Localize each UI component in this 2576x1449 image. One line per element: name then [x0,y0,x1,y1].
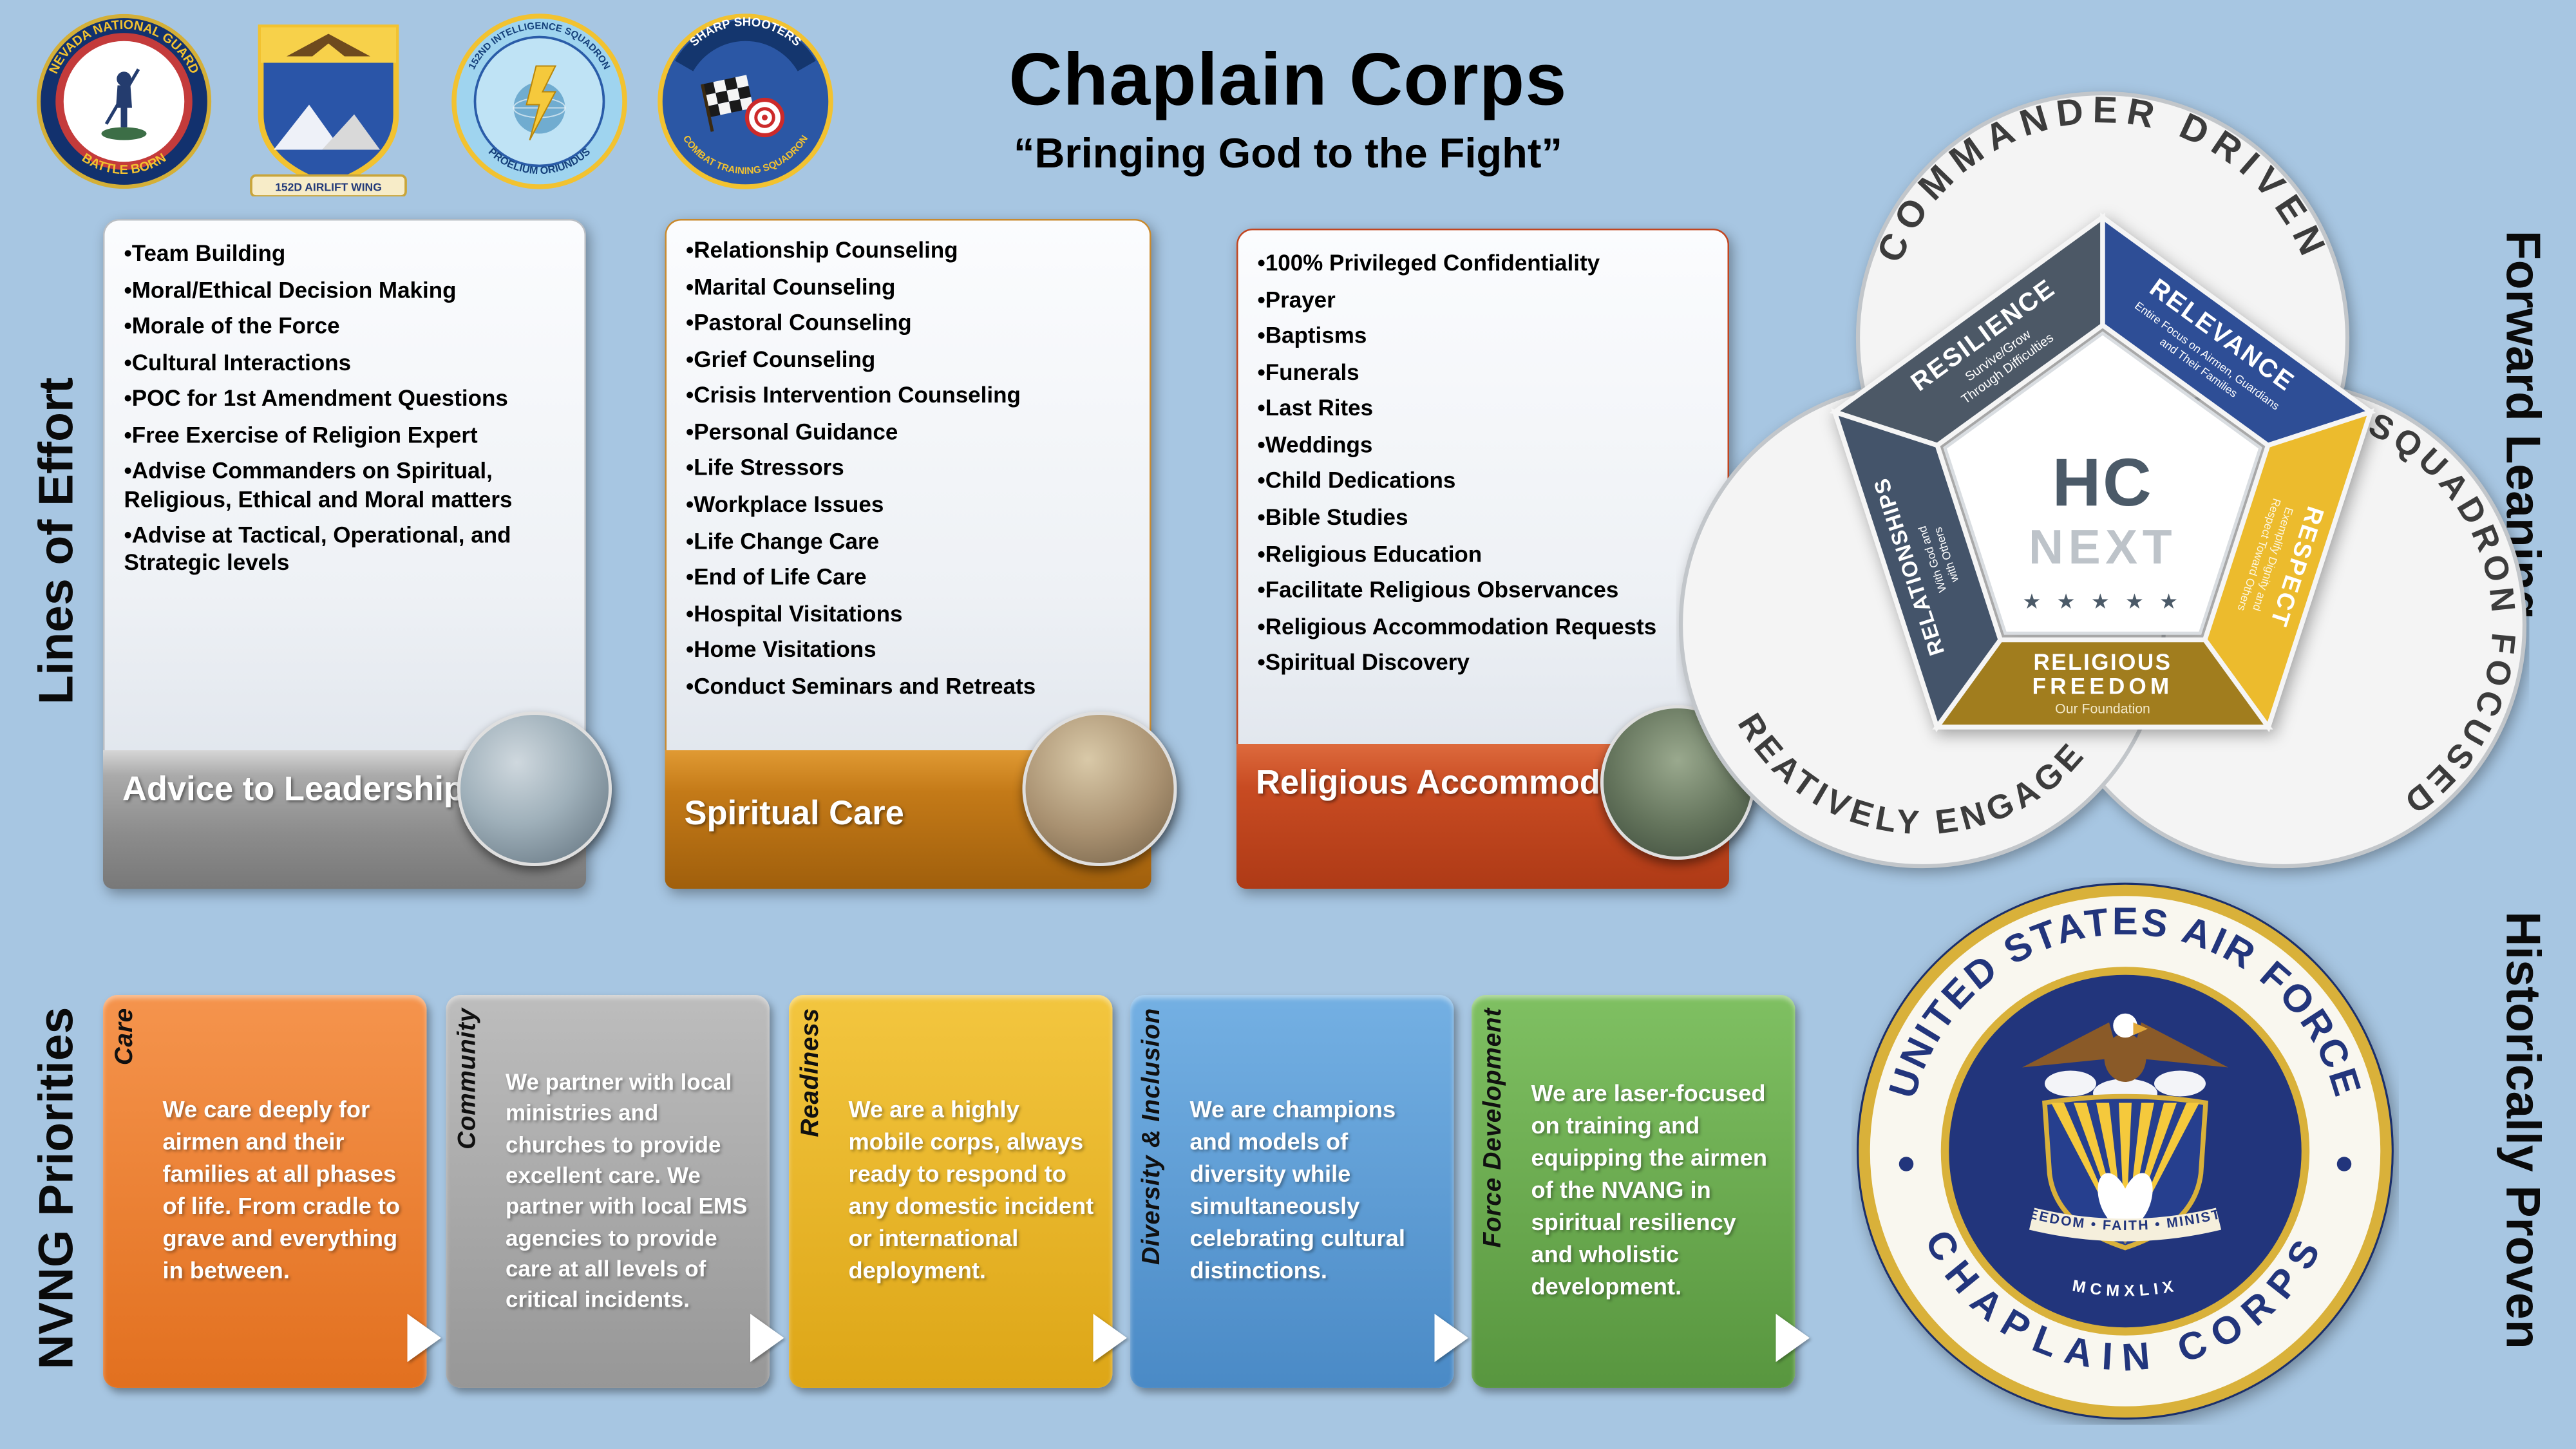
card-advice-to-leadership: Team Building Moral/Ethical Decision Mak… [103,219,612,889]
svg-text:FREEDOM: FREEDOM [2032,674,2174,699]
globe-lightning-icon [513,65,566,140]
list-item: Cultural Interactions [124,349,572,377]
seal-eagle-icon [2022,1013,2228,1082]
chaplain-corps-seal: UNITED STATES AIR FORCE CHAPLAIN CORPS [1857,882,2394,1420]
card-spiritual-care: Relationship Counseling Marital Counseli… [665,219,1177,889]
seal-hands-icon [2098,1173,2153,1226]
minuteman-icon [101,68,147,140]
card-title: Spiritual Care [684,795,904,833]
list-item: Bible Studies [1258,504,1715,532]
card-body: Relationship Counseling Marital Counseli… [665,219,1151,750]
card-body: 100% Privileged Confidentiality Prayer B… [1236,229,1729,744]
priority-text: We are a highly mobile corps, always rea… [848,1098,1094,1285]
priority-text: We are champions and models of diversity… [1189,1098,1405,1285]
arrow-right-icon [1434,1314,1468,1362]
card-title: Advice to Leadership [122,771,464,809]
page-subtitle: “Bringing God to the Fight” [1013,129,1563,177]
page-title: Chaplain Corps [1009,37,1567,121]
priority-diversity-inclusion: Diversity & Inclusion We are champions a… [1130,995,1468,1388]
list-item: Conduct Seminars and Retreats [686,673,1137,701]
title-block: Chaplain Corps “Bringing God to the Figh… [869,35,1707,179]
stars: ★ ★ ★ ★ ★ [2022,590,2183,613]
list-item: Workplace Issues [686,491,1137,519]
card-religious-accommodation: 100% Privileged Confidentiality Prayer B… [1236,229,1755,889]
svg-text:RELIGIOUS: RELIGIOUS [2033,650,2172,675]
svg-text:HC: HC [2052,445,2154,520]
priority-label: Community [454,1008,482,1150]
religious-accommodation-list: 100% Privileged Confidentiality Prayer B… [1238,231,1728,692]
airlift-wing-emblem: 152D AIRLIFT WING [238,13,419,196]
arrow-right-icon [1093,1314,1127,1362]
advice-list: Team Building Moral/Ethical Decision Mak… [105,221,585,592]
list-item: Personal Guidance [686,419,1137,446]
checkered-flag-icon [701,75,753,132]
card-body: Team Building Moral/Ethical Decision Mak… [103,219,586,750]
hc-next-center-text: HC NEXT ★ ★ ★ ★ ★ [2022,445,2183,613]
list-item: End of Life Care [686,564,1137,592]
priority-force-development: Force Development We are laser-focused o… [1472,995,1810,1388]
badge-banner: 152D AIRLIFT WING [275,180,382,193]
priority-label: Readiness [797,1008,825,1137]
card-footer: Spiritual Care [665,712,1177,889]
list-item: Pastoral Counseling [686,309,1137,337]
label-lines-of-effort: Lines of Effort [30,377,84,705]
photo-advice-to-leadership [457,712,612,866]
list-item: Facilitate Religious Observances [1258,577,1715,605]
spiritual-care-list: Relationship Counseling Marital Counseli… [667,221,1150,716]
list-item: Crisis Intervention Counseling [686,382,1137,410]
priority-community: Community We partner with local ministri… [446,995,784,1388]
list-item: Team Building [124,240,572,268]
priority-text: We are laser-focused on training and equ… [1531,1082,1768,1301]
priority-text: We care deeply for airmen and their fami… [162,1098,401,1285]
list-item: Prayer [1258,286,1715,314]
target-icon [744,97,785,138]
priority-label: Force Development [1479,1008,1508,1248]
list-item: Religious Accommodation Requests [1258,613,1715,641]
list-item: Relationship Counseling [686,237,1137,265]
svg-text:NEXT: NEXT [2029,520,2177,574]
priority-care: Care We care deeply for airmen and their… [103,995,441,1388]
card-footer: Advice to Leadership [103,712,612,889]
list-item: Religious Education [1258,540,1715,568]
religious-freedom-text: RELIGIOUS FREEDOM Our Foundation [2032,650,2174,717]
photo-spiritual-care [1022,712,1177,866]
list-item: 100% Privileged Confidentiality [1258,250,1715,278]
list-item: Hospital Visitations [686,600,1137,628]
arrow-right-icon [750,1314,784,1362]
list-item: Advise Commanders on Spiritual, Religiou… [124,458,572,513]
hc-next-diagram: COMMANDER DRIVEN SQUADRON FOCUSED CREATI… [1678,90,2527,869]
list-item: Marital Counseling [686,273,1137,301]
priority-label: Care [111,1008,139,1066]
priority-text: We partner with local ministries and chu… [506,1068,748,1312]
list-item: Life Stressors [686,455,1137,482]
list-item: Last Rites [1258,395,1715,422]
list-item: Home Visitations [686,636,1137,664]
list-item: Baptisms [1258,322,1715,350]
eagle-icon [287,33,370,57]
card-footer: Religious Accommodation [1236,705,1755,889]
intelligence-squadron-emblem: 152ND INTELLIGENCE SQUADRON PROELIUM ORI… [451,13,628,190]
priority-label: Diversity & Inclusion [1138,1008,1166,1265]
nevada-national-guard-emblem: NEVADA NATIONAL GUARD BATTLE BORN [35,13,213,190]
list-item: Morale of the Force [124,312,572,340]
list-item: Funerals [1258,359,1715,386]
list-item: Advise at Tactical, Operational, and Str… [124,522,572,576]
list-item: POC for 1st Amendment Questions [124,385,572,413]
combat-training-squadron-emblem: SHARP SHOOTERS COMBAT TRAINING SQUADRON [657,13,834,190]
priority-readiness: Readiness We are a highly mobile corps, … [789,995,1127,1388]
label-historically-proven: Historically Proven [2496,911,2549,1349]
label-nvng-priorities: NVNG Priorities [30,1007,84,1370]
list-item: Life Change Care [686,527,1137,555]
list-item: Moral/Ethical Decision Making [124,276,572,304]
list-item: Spiritual Discovery [1258,649,1715,677]
segment-relationships [1831,408,2003,733]
arrow-right-icon [407,1314,441,1362]
svg-text:Our Foundation: Our Foundation [2055,701,2150,717]
list-item: Child Dedications [1258,468,1715,495]
list-item: Weddings [1258,431,1715,459]
arrow-right-icon [1776,1314,1810,1362]
list-item: Grief Counseling [686,346,1137,374]
center-pentagon [1943,331,2262,635]
list-item: Free Exercise of Religion Expert [124,422,572,450]
